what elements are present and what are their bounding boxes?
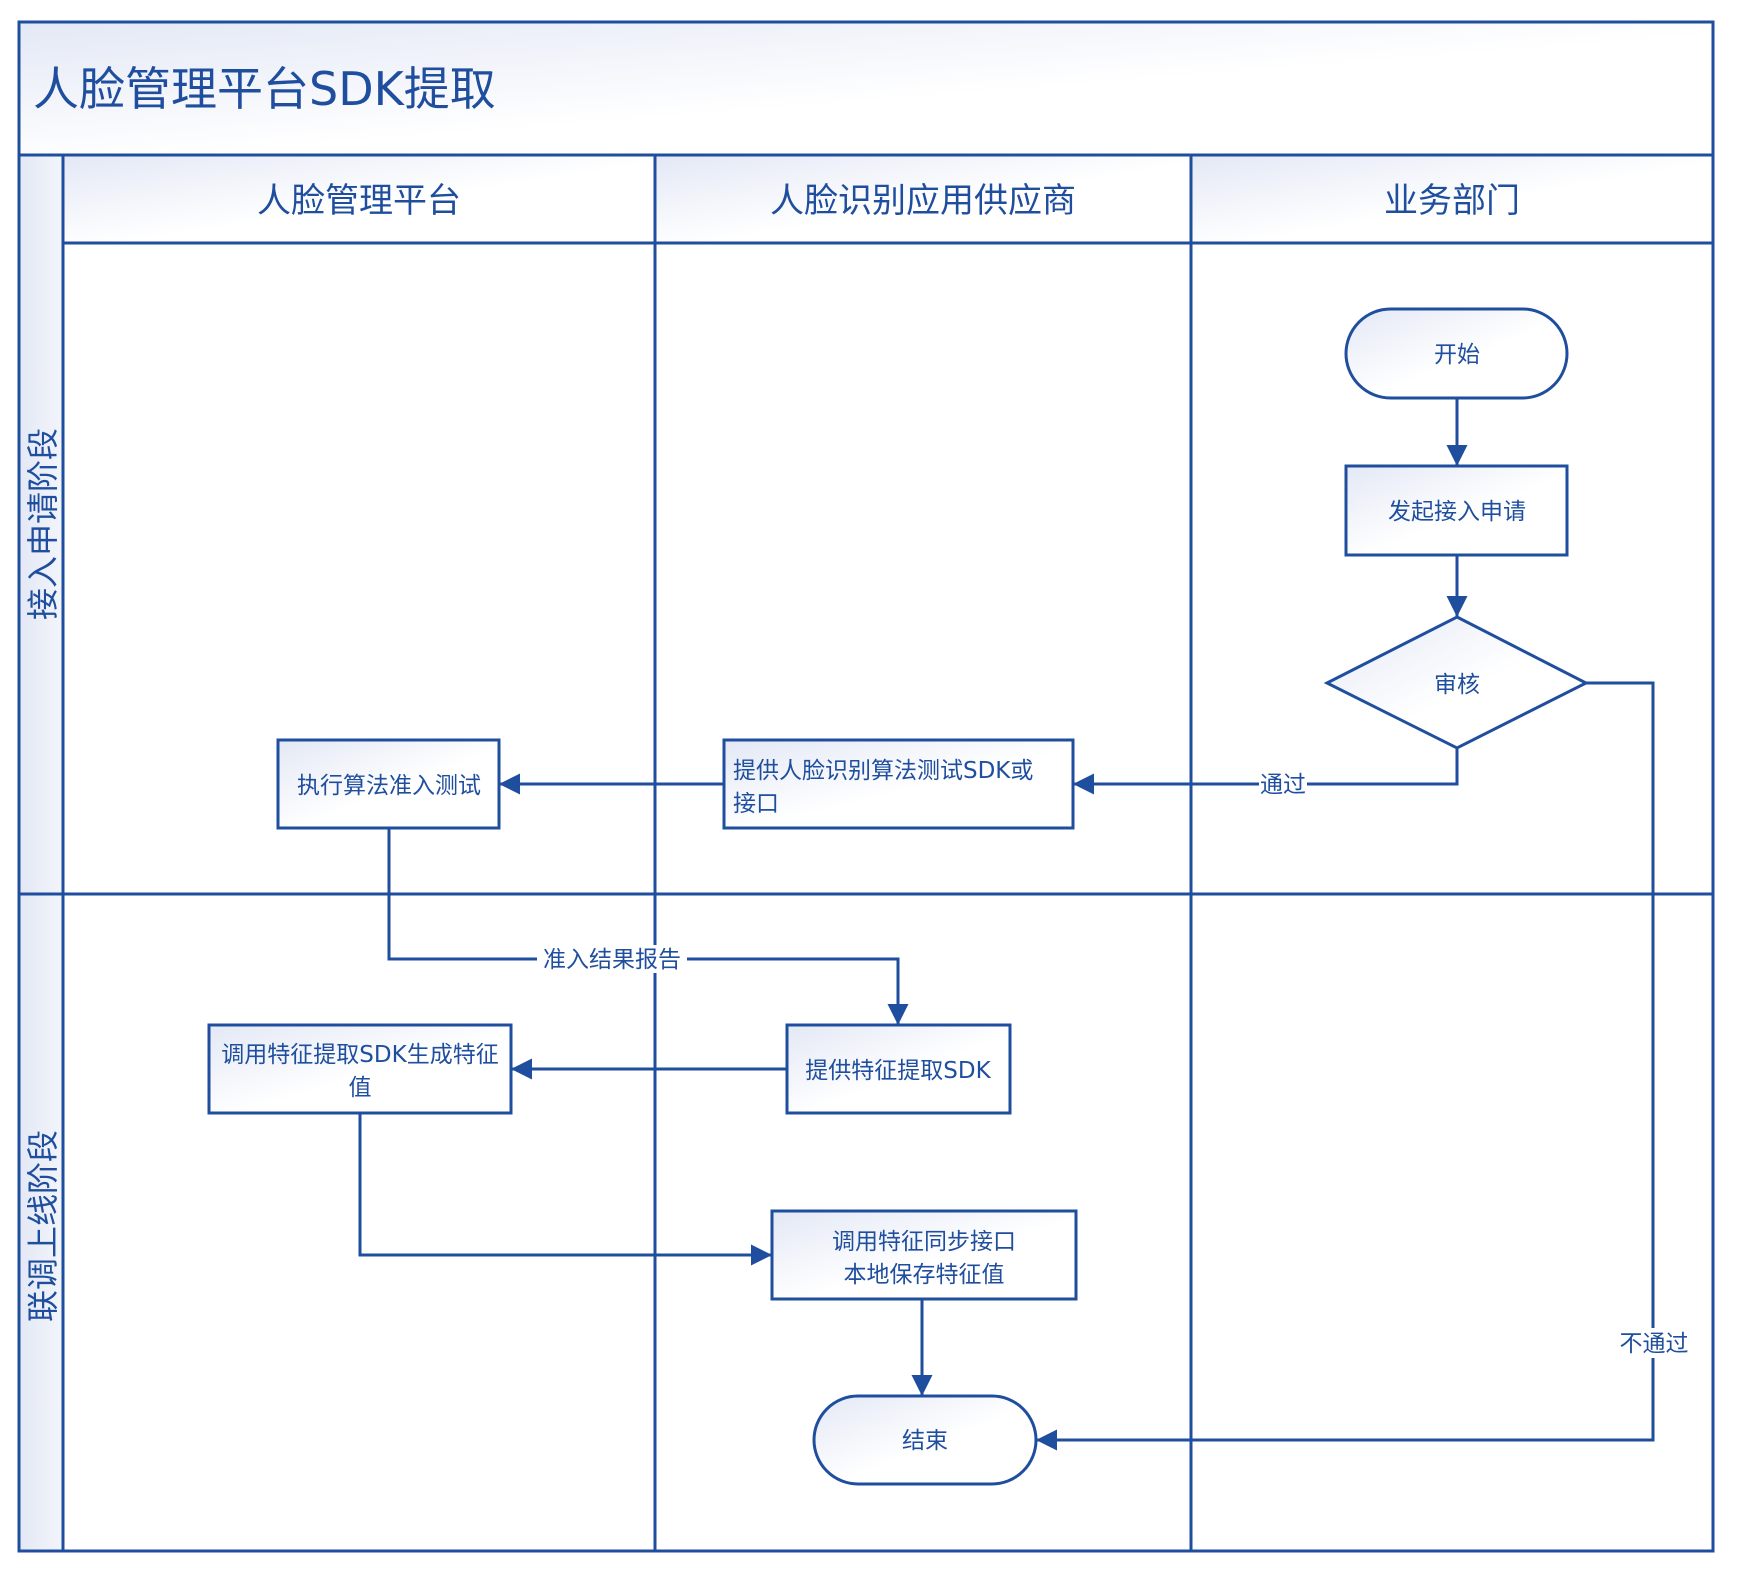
outer-border [17, 20, 1715, 1553]
node-submit[interactable]: 发起接入申请 [1344, 464, 1569, 557]
node-label-line-1: 提供人脸识别算法测试SDK或 [733, 758, 1033, 784]
title-bar [19, 22, 1713, 155]
process-shape [276, 738, 501, 830]
decision-shape [1323, 615, 1590, 750]
edge-label-bg-report [537, 945, 687, 973]
edge-label-pass: 通过 [1260, 772, 1306, 798]
node-label-line-2: 值 [349, 1075, 372, 1101]
edge-genfeatures-to-sync [358, 1113, 772, 1266]
process-shape [770, 1209, 1078, 1301]
node-start[interactable]: 开始 [1344, 307, 1569, 400]
lane-label-business: 业务部门 [1384, 181, 1520, 221]
edge-labels: 通过 不通过 准入结果报告 [537, 770, 1689, 1358]
edge-label-report: 准入结果报告 [543, 947, 681, 973]
process-shape [207, 1023, 513, 1115]
process-shape [785, 1023, 1012, 1115]
node-label-line-1: 调用特征同步接口 [832, 1229, 1016, 1255]
node-review[interactable]: 审核 [1323, 615, 1590, 750]
node-label: 提供特征提取SDK [805, 1058, 991, 1084]
node-label: 审核 [1434, 672, 1480, 698]
terminator-shape [1344, 307, 1569, 400]
lane-header-platform [63, 155, 655, 243]
node-end[interactable]: 结束 [812, 1394, 1038, 1486]
edge-label-fail: 不通过 [1620, 1331, 1689, 1357]
phase-label-online: 联调上线阶段 [24, 1130, 62, 1322]
node-label-line-1: 调用特征提取SDK生成特征 [221, 1042, 498, 1068]
phase-column [19, 155, 63, 1551]
edge-review-fail [1036, 681, 1655, 1451]
node-gen-features[interactable]: 调用特征提取SDK生成特征 值 [207, 1023, 513, 1115]
lane-header-business [1191, 155, 1713, 243]
lane-label-vendor: 人脸识别应用供应商 [770, 181, 1076, 221]
node-provide-test-sdk[interactable]: 提供人脸识别算法测试SDK或 接口 [722, 738, 1075, 830]
node-label-line-2: 接口 [733, 791, 779, 817]
process-shape [1344, 464, 1569, 557]
node-label: 开始 [1434, 342, 1480, 368]
node-sync-features[interactable]: 调用特征同步接口 本地保存特征值 [770, 1209, 1078, 1301]
diagram-title: 人脸管理平台SDK提取 [33, 62, 496, 116]
terminator-shape [812, 1394, 1038, 1486]
edge-label-bg-fail [1622, 1328, 1686, 1358]
edge-runtest-to-extractsdk [387, 828, 909, 1025]
edge-label-bg-pass [1259, 770, 1307, 798]
nodes: 开始 发起接入申请 审核 提供人脸识别算法测试SDK或 接口 执行算法准入测试 … [207, 307, 1590, 1486]
lane-label-platform: 人脸管理平台 [257, 181, 461, 221]
edge-review-pass [1073, 748, 1459, 795]
node-run-test[interactable]: 执行算法准入测试 [276, 738, 501, 830]
process-shape [722, 738, 1075, 830]
node-label: 结束 [902, 1428, 948, 1454]
frame: 人脸管理平台SDK提取 人脸管理平台 人脸识别应用供应商 业务部门 接入申请阶段… [17, 20, 1715, 1553]
node-label: 发起接入申请 [1388, 499, 1526, 525]
node-label: 执行算法准入测试 [297, 773, 481, 799]
node-label-line-2: 本地保存特征值 [844, 1262, 1005, 1288]
phase-label-apply: 接入申请阶段 [24, 428, 62, 620]
lane-header-vendor [655, 155, 1191, 243]
node-provide-extract-sdk[interactable]: 提供特征提取SDK [785, 1023, 1012, 1115]
